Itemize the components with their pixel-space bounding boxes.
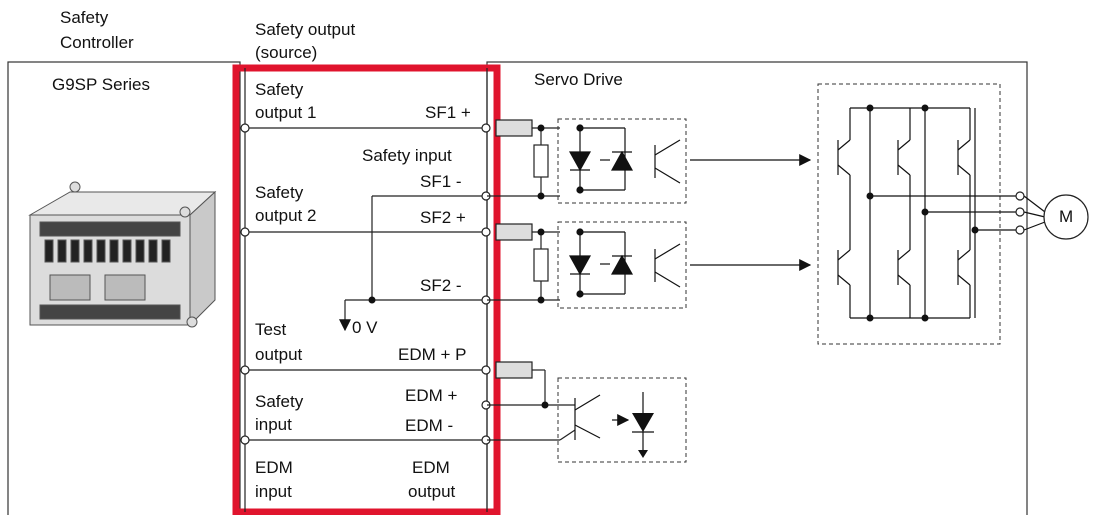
- safety-input-label-a: Safety: [255, 392, 304, 411]
- series-label: G9SP Series: [52, 75, 150, 94]
- motor-label: M: [1059, 207, 1074, 226]
- safety-input-drive-label: Safety input: [362, 146, 452, 165]
- sf2-plus-label: SF2 +: [420, 208, 466, 227]
- edm-input-label-a: EDM: [255, 458, 293, 477]
- test-output-label-b: output: [255, 345, 303, 364]
- edm-output-label-a: EDM: [412, 458, 450, 477]
- sf1-plus-label: SF1 +: [425, 103, 471, 122]
- edm-minus-label: EDM -: [405, 416, 454, 435]
- safety-controller-label-line1: Safety: [60, 8, 109, 27]
- motor-symbol: [1043, 194, 1089, 240]
- test-output-label-a: Test: [255, 320, 287, 339]
- safety-output-1-label-a: Safety: [255, 80, 304, 99]
- edm-plus-p-label: EDM + P: [398, 345, 467, 364]
- safety-output-header-line1: Safety output: [255, 20, 356, 39]
- safety-output-header-line2: (source): [255, 43, 318, 62]
- safety-output-highlight: [232, 64, 501, 515]
- edm-input-label-b: input: [255, 482, 292, 501]
- safety-controller-label-line2: Controller: [60, 33, 134, 52]
- safety-input-label-b: input: [255, 415, 292, 434]
- servo-drive-box: [486, 61, 1028, 515]
- safety-output-2-label-a: Safety: [255, 183, 304, 202]
- safety-output-1-label-b: output 1: [255, 103, 317, 122]
- edm-plus-label: EDM +: [405, 386, 458, 405]
- safety-output-2-label-b: output 2: [255, 206, 317, 225]
- safety-controller-box: [7, 61, 241, 515]
- servo-drive-label: Servo Drive: [534, 70, 623, 89]
- edm-output-label-b: output: [408, 482, 456, 501]
- zero-v-label: 0 V: [352, 318, 378, 337]
- sf2-minus-label: SF2 -: [420, 276, 462, 295]
- g9sp-controller-image: [28, 181, 217, 328]
- sf1-minus-label: SF1 -: [420, 172, 462, 191]
